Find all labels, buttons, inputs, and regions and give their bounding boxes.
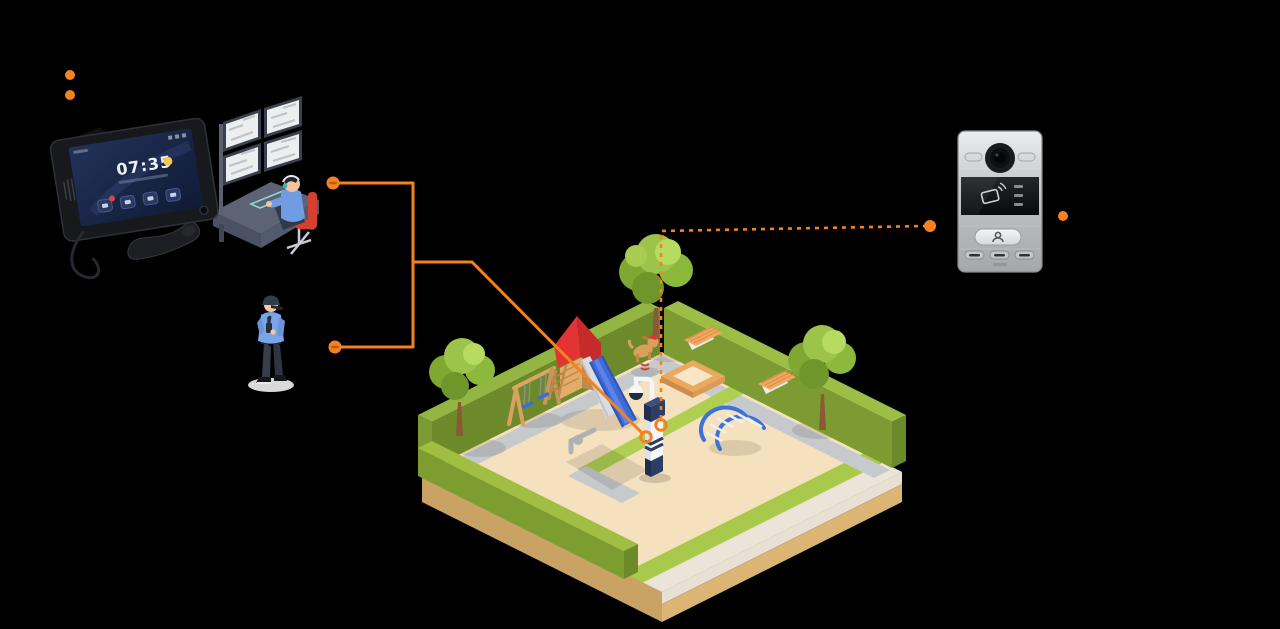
date-line: [118, 173, 169, 185]
app-icons: [97, 187, 182, 213]
side-dot-intercom: [1058, 211, 1068, 221]
notification-badge: [108, 195, 115, 202]
monitor-screen: [264, 130, 302, 172]
camera-lens-icon: [199, 205, 209, 215]
connector-dot-intercom: [924, 220, 936, 232]
playground-base: [422, 472, 902, 622]
link-to-pole: [413, 260, 645, 436]
pill-button-right[interactable]: [1017, 152, 1036, 162]
call-button-person-icon: [992, 231, 1004, 243]
security-guard: [248, 295, 294, 392]
legend-dot-1: [65, 70, 75, 80]
sandbox: [661, 360, 725, 398]
sun-icon: [163, 156, 173, 166]
bench-1: [684, 325, 722, 350]
reader-panel: [961, 177, 1039, 215]
bench-2: [758, 369, 796, 394]
monitor-screen: [264, 96, 302, 138]
pill-button-left[interactable]: [964, 152, 983, 162]
swing-set: [507, 366, 561, 426]
guard-cap: [262, 295, 280, 305]
slide-tower: [547, 316, 637, 428]
connector-ring-pole-solid: [639, 430, 653, 444]
panel-indicator-icons: [1014, 185, 1023, 206]
help-point-pole: [629, 376, 671, 483]
walkway: [643, 462, 902, 592]
status-icons: [167, 133, 187, 140]
tree-top: [619, 234, 693, 345]
spring-rider: [627, 335, 659, 371]
connector-dot-control: [326, 176, 340, 190]
pole-shadow: [568, 427, 597, 455]
handset-cord: [70, 230, 100, 280]
playground-illustration: [418, 234, 906, 622]
speaker-grille: [63, 178, 76, 202]
tree-left: [429, 338, 495, 436]
dome-camera-icon: [629, 385, 643, 400]
solid-links: [333, 181, 645, 436]
intercom-camera-icon: [985, 143, 1015, 173]
indoor-monitor: 07:35: [49, 117, 219, 280]
brand-logo: [993, 263, 1007, 266]
cctv-monitors: [223, 96, 302, 186]
connections: [326, 176, 1068, 444]
handset: [127, 221, 201, 260]
tree-right: [788, 325, 856, 430]
entrance-path: [568, 466, 640, 503]
camera-arm: [633, 376, 655, 413]
operator-person: [266, 175, 305, 230]
brand-mark: [73, 148, 89, 154]
connector-dot-guard: [328, 340, 342, 354]
front-wall: [418, 441, 638, 579]
link-control-guard: [333, 181, 415, 349]
legend-dot-2: [65, 90, 75, 100]
card-reader-icon: [980, 182, 1007, 205]
monitor-screen: [223, 109, 261, 152]
grass-band-diagonal: [578, 380, 756, 476]
door-intercom: [957, 130, 1043, 273]
connector-ring-pole-dotted: [654, 418, 668, 432]
monitor-screen: [223, 143, 261, 186]
legend: [65, 70, 75, 100]
speaker-slots: [964, 250, 1035, 260]
arch-climber: [698, 405, 766, 451]
control-center-workstation: [213, 96, 319, 255]
grass-band-right: [624, 453, 883, 583]
